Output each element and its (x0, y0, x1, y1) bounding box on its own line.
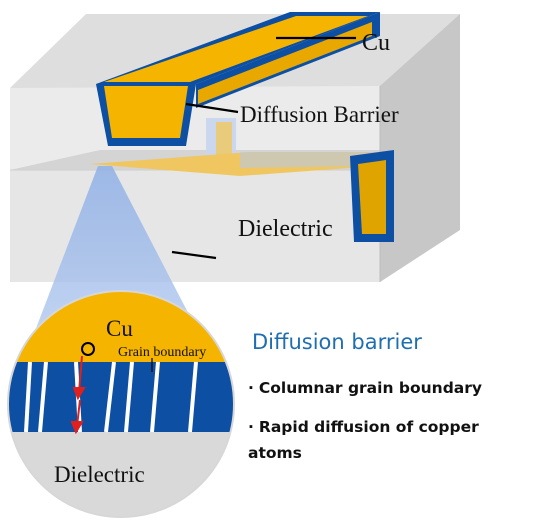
bullet-text: Columnar grain boundary (258, 379, 483, 397)
label-cu: Cu (362, 30, 390, 56)
label-dielectric: Dielectric (238, 216, 333, 242)
cu-line-top (104, 16, 368, 82)
dielectric-leader (171, 250, 217, 260)
zoom-label-dielectric: Dielectric (54, 462, 145, 487)
copper-atom-marker (81, 342, 95, 356)
cu-line-side-fill (198, 22, 372, 104)
bullet-dot: · (248, 379, 254, 397)
trench-copper (104, 86, 188, 138)
block-right-face (380, 14, 460, 282)
bullet-dot: · (248, 418, 254, 436)
bullet-text: Rapid diffusion of copper (258, 418, 479, 436)
bullet-columnar-grain: ·Columnar grain boundary (248, 371, 482, 405)
bullet-rapid-diffusion-continued: atoms (248, 444, 302, 462)
bullet-rapid-diffusion: ·Rapid diffusion of copper (248, 410, 479, 444)
zoom-circle (8, 291, 234, 517)
lower-drop-copper (358, 160, 386, 234)
diffusion-barrier-heading: Diffusion barrier (252, 330, 422, 354)
zoom-label-cu: Cu (106, 316, 133, 341)
zoom-label-grain-boundary: Grain boundary (118, 345, 206, 360)
via-copper (216, 122, 232, 156)
diffusion-arrows (70, 355, 86, 435)
zoom-circle-outline (7, 290, 235, 518)
grain-boundaries (24, 361, 198, 433)
barrier-leader (185, 102, 239, 114)
label-diffusion-barrier: Diffusion Barrier (240, 102, 399, 127)
